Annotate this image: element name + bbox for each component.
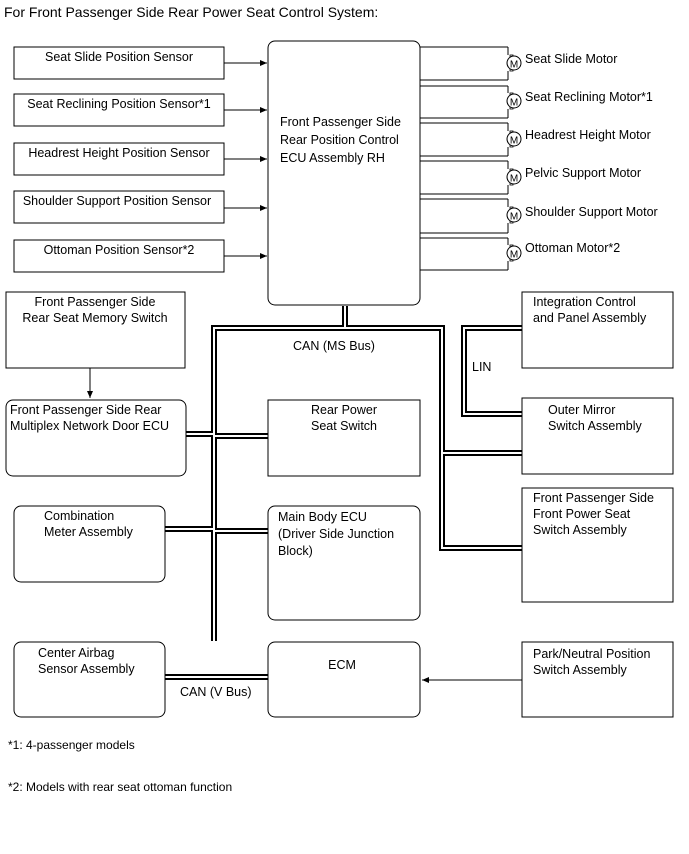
- park-neutral-line-2: Switch Assembly: [533, 663, 628, 677]
- motor-icon: M: [506, 130, 522, 148]
- can-ms-bus: [165, 306, 522, 641]
- sensor-label: Ottoman Position Sensor*2: [44, 243, 195, 257]
- park-neutral-line-1: Park/Neutral Position: [533, 647, 650, 661]
- motor-icon: M: [506, 206, 522, 224]
- motor-seat-slide: M Seat Slide Motor: [506, 52, 617, 72]
- main-body-ecu-line-2: (Driver Side Junction: [278, 527, 394, 541]
- memory-switch-line-1: Front Passenger Side: [35, 295, 156, 309]
- center-airbag-line-2: Sensor Assembly: [38, 662, 135, 676]
- motor-icon: M: [506, 92, 522, 110]
- front-power-seat-switch-assembly: Front Passenger Side Front Power Seat Sw…: [521, 487, 674, 603]
- ecm: ECM: [267, 641, 421, 718]
- sensor-seat-reclining: Seat Reclining Position Sensor*1: [13, 93, 225, 127]
- footnote-1: *1: 4-passenger models: [8, 738, 135, 752]
- rear-position-control-ecu: Front Passenger Side Rear Position Contr…: [267, 40, 421, 306]
- motor-label: Seat Reclining Motor*1: [525, 90, 653, 104]
- main-body-ecu-line-1: Main Body ECU: [278, 510, 367, 524]
- motor-icon: M: [506, 244, 522, 262]
- motor-label: Ottoman Motor*2: [525, 241, 620, 255]
- door-ecu-line-1: Front Passenger Side Rear: [10, 403, 161, 417]
- outer-mirror-line-2: Switch Assembly: [548, 419, 643, 433]
- outer-mirror-line-1: Outer Mirror: [548, 403, 615, 417]
- motor-symbol: M: [510, 98, 518, 109]
- front-power-seat-line-3: Switch Assembly: [533, 523, 628, 537]
- outer-mirror-switch-assembly: Outer Mirror Switch Assembly: [521, 397, 674, 475]
- motor-headrest-height: M Headrest Height Motor: [506, 128, 651, 148]
- lin-bus: [461, 325, 522, 417]
- motor-pelvic-support: M Pelvic Support Motor: [506, 166, 641, 186]
- motor-wiring: [420, 46, 509, 271]
- front-power-seat-line-1: Front Passenger Side: [533, 491, 654, 505]
- sensor-shoulder-support: Shoulder Support Position Sensor: [13, 190, 225, 224]
- sensor-seat-slide: Seat Slide Position Sensor: [13, 46, 225, 80]
- main-body-ecu-line-3: Block): [278, 544, 313, 558]
- memory-switch-line-2: Rear Seat Memory Switch: [22, 311, 167, 325]
- combination-meter-assembly: Combination Meter Assembly: [13, 505, 166, 583]
- integration-control-line-2: and Panel Assembly: [533, 311, 647, 325]
- motor-label: Headrest Height Motor: [525, 128, 651, 142]
- combination-meter-line-1: Combination: [44, 509, 114, 523]
- motor-symbol: M: [510, 174, 518, 185]
- can-ms-bus-label: CAN (MS Bus): [293, 339, 375, 353]
- rear-seat-memory-switch: Front Passenger Side Rear Seat Memory Sw…: [5, 291, 186, 369]
- sensor-label: Headrest Height Position Sensor: [28, 146, 209, 160]
- motor-symbol: M: [510, 60, 518, 71]
- motor-label: Shoulder Support Motor: [525, 205, 658, 219]
- rear-power-seat-line-1: Rear Power: [311, 403, 377, 417]
- motor-shoulder-support: M Shoulder Support Motor: [506, 205, 658, 224]
- integration-control-panel-assembly: Integration Control and Panel Assembly: [521, 291, 674, 369]
- center-airbag-sensor-assembly: Center Airbag Sensor Assembly: [13, 641, 166, 718]
- sensor-arrows: [224, 60, 267, 259]
- ecu-label-line-2: Rear Position Control: [280, 133, 399, 147]
- motor-symbol: M: [510, 250, 518, 261]
- motor-icon: M: [506, 54, 522, 72]
- diagram-title: For Front Passenger Side Rear Power Seat…: [4, 4, 378, 20]
- sensor-label: Shoulder Support Position Sensor: [23, 194, 211, 208]
- sensor-label: Seat Reclining Position Sensor*1: [27, 97, 210, 111]
- integration-control-line-1: Integration Control: [533, 295, 636, 309]
- ecu-label-line-3: ECU Assembly RH: [280, 151, 385, 165]
- footnote-2: *2: Models with rear seat ottoman functi…: [8, 780, 232, 794]
- front-power-seat-line-2: Front Power Seat: [533, 507, 631, 521]
- motor-ottoman: M Ottoman Motor*2: [506, 241, 620, 262]
- rear-power-seat-switch: Rear Power Seat Switch: [267, 399, 421, 477]
- motor-icon: M: [506, 168, 522, 186]
- ecm-label: ECM: [328, 658, 356, 672]
- park-neutral-position-switch-assembly: Park/Neutral Position Switch Assembly: [521, 641, 674, 718]
- lin-label: LIN: [472, 360, 491, 374]
- center-airbag-line-1: Center Airbag: [38, 646, 114, 660]
- main-body-ecu: Main Body ECU (Driver Side Junction Bloc…: [267, 505, 421, 621]
- ecu-label-line-1: Front Passenger Side: [280, 115, 401, 129]
- multiplex-network-door-ecu: Front Passenger Side Rear Multiplex Netw…: [5, 399, 187, 477]
- sensor-ottoman: Ottoman Position Sensor*2: [13, 239, 225, 273]
- motor-seat-reclining: M Seat Reclining Motor*1: [506, 90, 653, 110]
- combination-meter-line-2: Meter Assembly: [44, 525, 134, 539]
- motor-symbol: M: [510, 212, 518, 223]
- can-v-bus-label: CAN (V Bus): [180, 685, 252, 699]
- motor-symbol: M: [510, 136, 518, 147]
- door-ecu-line-2: Multiplex Network Door ECU: [10, 419, 169, 433]
- sensor-label: Seat Slide Position Sensor: [45, 50, 193, 64]
- rear-power-seat-line-2: Seat Switch: [311, 419, 377, 433]
- motor-label: Pelvic Support Motor: [525, 166, 641, 180]
- sensor-headrest-height: Headrest Height Position Sensor: [13, 142, 225, 176]
- motor-label: Seat Slide Motor: [525, 52, 617, 66]
